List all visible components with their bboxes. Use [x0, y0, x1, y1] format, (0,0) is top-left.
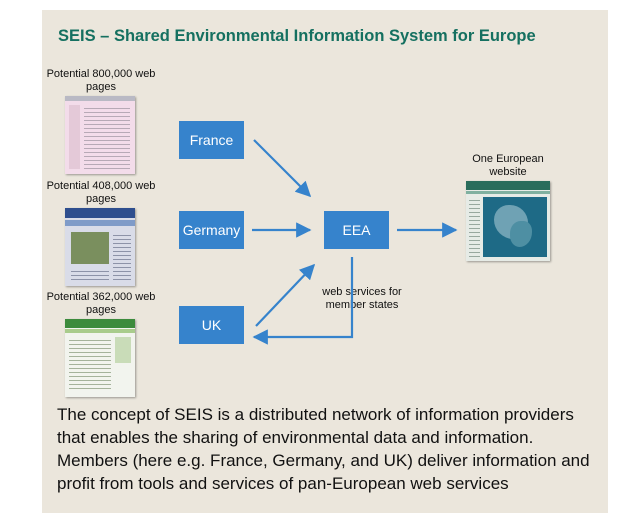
arrow-france-to-eea [253, 139, 312, 198]
source-label-germany: Potential 408,000 web pages [46, 180, 156, 205]
germany-website-thumbnail [65, 208, 135, 286]
diagram-title: SEIS – Shared Environmental Information … [58, 27, 536, 45]
source-label-uk: Potential 362,000 web pages [46, 291, 156, 316]
web-services-label: web services for member states [322, 286, 402, 311]
diagram-panel: SEIS – Shared Environmental Information … [42, 10, 608, 513]
european-website-label: One European website [472, 153, 544, 178]
source-label-france: Potential 800,000 web pages [46, 68, 156, 93]
germany-node: Germany [179, 211, 244, 249]
france-node: France [179, 121, 244, 159]
european-website-thumbnail [466, 181, 550, 261]
description-text: The concept of SEIS is a distributed net… [57, 405, 590, 493]
flow-arrows [252, 139, 458, 345]
uk-node: UK [179, 306, 244, 344]
france-website-thumbnail [65, 96, 135, 174]
uk-website-thumbnail [65, 319, 135, 397]
arrow-uk-to-eea [255, 263, 316, 327]
arrow-eea-to-uk [252, 257, 354, 345]
eea-hub-node: EEA [324, 211, 389, 249]
